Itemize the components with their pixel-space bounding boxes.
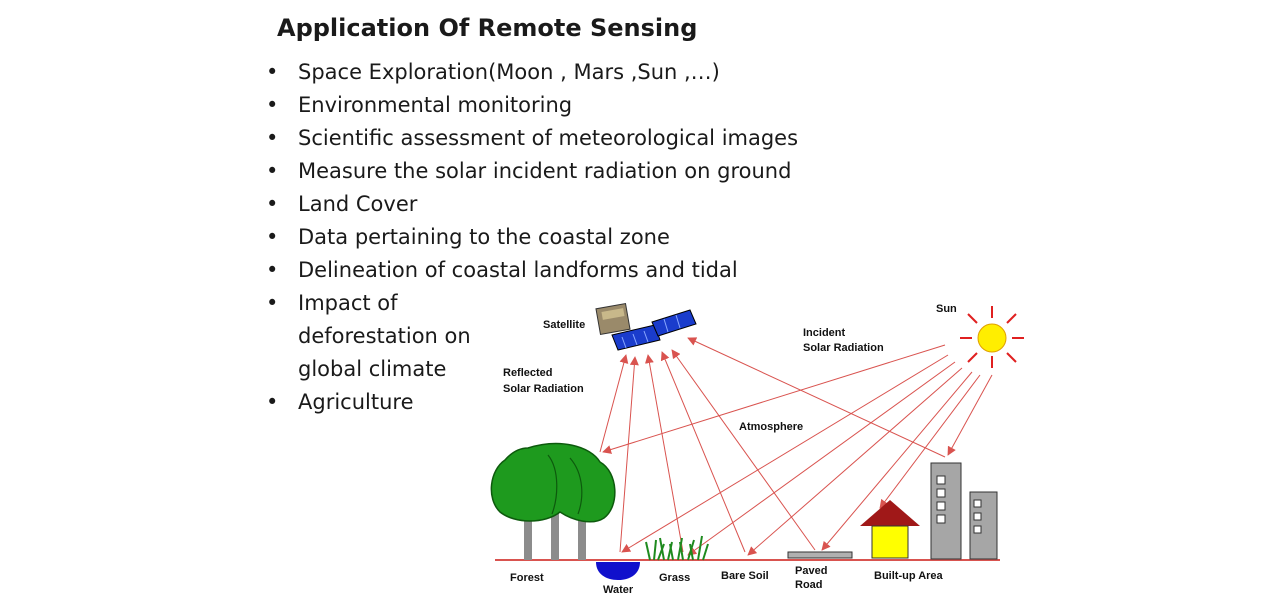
list-item: • Environmental monitoring bbox=[266, 89, 798, 122]
reflected-ray-grass bbox=[644, 354, 684, 553]
incident-ray-house bbox=[879, 374, 981, 509]
water-icon bbox=[596, 562, 640, 580]
forest-trees-icon bbox=[490, 442, 616, 560]
bullet-dot: • bbox=[266, 126, 279, 150]
label-builtup: Built-up Area bbox=[874, 570, 944, 582]
label-grass: Grass bbox=[659, 572, 690, 584]
label-forest: Forest bbox=[510, 572, 544, 584]
incident-ray-building bbox=[947, 374, 993, 456]
reflected-ray-water bbox=[619, 356, 639, 553]
list-item-text: Space Exploration(Moon , Mars ,Sun ,…) bbox=[298, 60, 720, 84]
bullet-list: •Space Exploration(Moon , Mars ,Sun ,…) … bbox=[266, 56, 798, 419]
incident-ray-forest bbox=[602, 344, 946, 454]
label-reflected-1: Reflected bbox=[503, 367, 553, 379]
reflected-ray-soil bbox=[660, 351, 746, 553]
list-item: • Measure the solar incident radiation on… bbox=[266, 155, 798, 188]
list-item-text: Data pertaining to the coastal zone bbox=[298, 225, 670, 249]
bullet-dot: • bbox=[266, 225, 279, 249]
label-sun: Sun bbox=[936, 303, 957, 315]
incident-ray-soil bbox=[747, 367, 963, 556]
reflected-rays bbox=[599, 337, 946, 553]
bullet-dot: • bbox=[266, 159, 279, 183]
list-item-text: Measure the solar incident radiation on … bbox=[298, 159, 792, 183]
bullet-dot: • bbox=[266, 93, 279, 117]
list-item: • Space Exploration(Moon , Mars ,Sun ,…) bbox=[266, 56, 798, 89]
slide-title: Application Of Remote Sensing bbox=[277, 14, 698, 42]
list-item: • Scientific assessment of meteorological… bbox=[266, 122, 798, 155]
incident-ray-water bbox=[621, 354, 949, 553]
list-item: • Impact of deforestation on global clima… bbox=[266, 287, 498, 386]
sun-icon bbox=[960, 306, 1024, 368]
house-icon bbox=[860, 500, 920, 559]
label-incident-2: Solar Radiation bbox=[803, 342, 884, 354]
label-atmosphere: Atmosphere bbox=[739, 421, 803, 433]
bullet-dot: • bbox=[266, 192, 279, 216]
bullet-dot: • bbox=[266, 291, 279, 315]
list-item-text: Scientific assessment of meteorological … bbox=[298, 126, 799, 150]
bullet-dot: • bbox=[266, 60, 279, 84]
incident-ray-grass bbox=[687, 361, 956, 556]
list-item: • Delineation of coastal landforms and ti… bbox=[266, 254, 798, 287]
incident-ray-road bbox=[821, 371, 973, 551]
bullet-dot: • bbox=[266, 390, 279, 414]
label-incident-1: Incident bbox=[803, 327, 846, 339]
list-item-text: Agriculture bbox=[298, 390, 414, 414]
list-item-text: Land Cover bbox=[298, 192, 418, 216]
label-paved-1: Paved bbox=[795, 565, 827, 577]
bullet-dot: • bbox=[266, 258, 279, 282]
list-item: • Land Cover bbox=[266, 188, 798, 221]
label-water: Water bbox=[603, 584, 634, 596]
reflected-ray-building bbox=[687, 337, 946, 458]
reflected-ray-road bbox=[671, 349, 816, 551]
label-satellite: Satellite bbox=[543, 319, 585, 331]
building-icon bbox=[930, 462, 998, 560]
label-paved-2: Road bbox=[795, 579, 823, 591]
reflected-ray-forest bbox=[599, 354, 629, 453]
list-item: • Agriculture bbox=[266, 386, 798, 419]
grass-icon bbox=[645, 535, 709, 561]
list-item-text: Environmental monitoring bbox=[298, 93, 573, 117]
list-item-text: Impact of deforestation on global climat… bbox=[298, 291, 471, 381]
label-bare-soil: Bare Soil bbox=[721, 570, 769, 582]
list-item-text: Delineation of coastal landforms and tid… bbox=[298, 258, 738, 282]
list-item: • Data pertaining to the coastal zone bbox=[266, 221, 798, 254]
label-reflected-2: Solar Radiation bbox=[503, 383, 584, 395]
satellite-icon bbox=[595, 303, 697, 351]
paved-road-icon bbox=[787, 551, 853, 559]
